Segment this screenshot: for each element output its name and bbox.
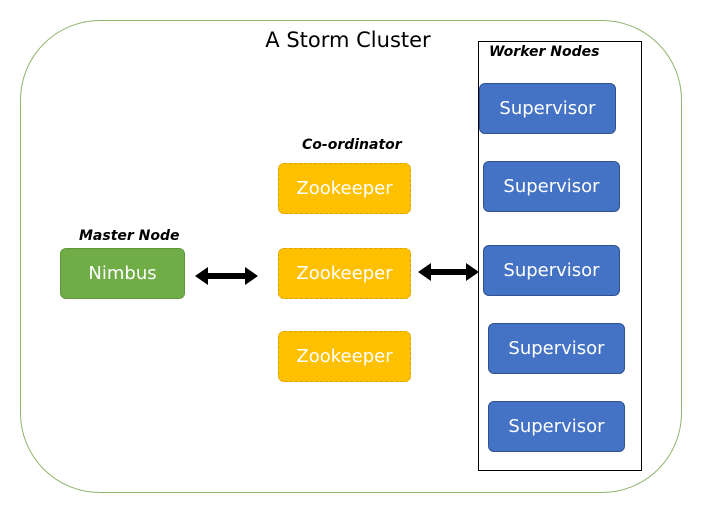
- nimbus-zookeeper-arrow: [195, 267, 258, 285]
- worker-nodes-label: Worker Nodes: [489, 44, 600, 60]
- nimbus-node: Nimbus: [60, 248, 185, 299]
- zookeeper-node-3: Zookeeper: [278, 331, 411, 382]
- diagram-title: A Storm Cluster: [265, 28, 431, 52]
- storm-cluster-boundary: [20, 20, 682, 493]
- supervisor-node-5: Supervisor: [488, 401, 625, 452]
- supervisor-node-4: Supervisor: [488, 323, 625, 374]
- zookeeper-node-2: Zookeeper: [278, 248, 411, 299]
- coordinator-label: Co-ordinator: [302, 137, 402, 153]
- zookeeper-supervisor-arrow: [418, 263, 479, 281]
- zookeeper-node-1: Zookeeper: [278, 163, 411, 214]
- supervisor-node-3: Supervisor: [483, 245, 620, 296]
- master-node-label: Master Node: [79, 228, 180, 244]
- supervisor-node-2: Supervisor: [483, 161, 620, 212]
- supervisor-node-1: Supervisor: [479, 83, 616, 134]
- worker-nodes-group: [478, 41, 642, 471]
